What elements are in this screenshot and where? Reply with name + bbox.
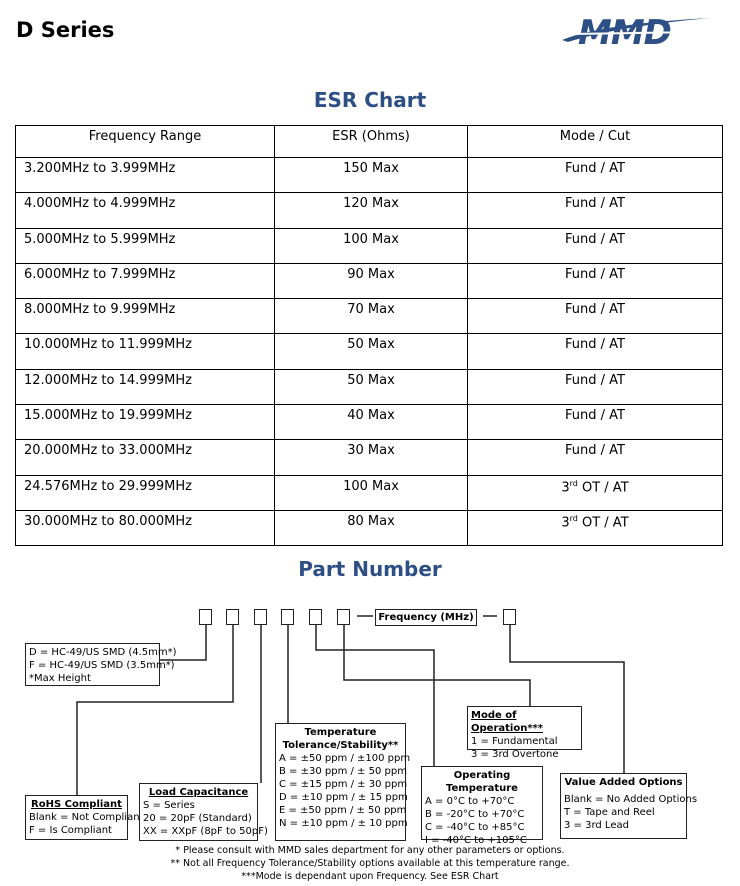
- table-cell: 8.000MHz to 9.999MHz: [15, 298, 275, 335]
- load-line: XX = XXpF (8pF to 50pF): [143, 826, 268, 837]
- part-code-box-2: [226, 609, 239, 625]
- column-header: Frequency Range: [15, 125, 275, 158]
- table-cell: 20.000MHz to 33.000MHz: [15, 439, 275, 476]
- table-cell: Fund / AT: [467, 333, 723, 370]
- operating-line: B = -20°C to +70°C: [425, 809, 525, 820]
- rohs-line: F = Is Compliant: [29, 825, 112, 836]
- column-header: ESR (Ohms): [274, 125, 468, 158]
- footnote: * Please consult with MMD sales departme…: [175, 845, 565, 856]
- footnote: ***Mode is dependant upon Frequency. See…: [241, 871, 499, 882]
- table-cell: Fund / AT: [467, 368, 723, 406]
- operating-line: I = -40°C to +105°C: [425, 835, 527, 846]
- operating-line: A = 0°C to +70°C: [425, 796, 515, 807]
- mode-line: 3 = 3rd Overtone: [471, 749, 559, 760]
- mode-line: 1 = Fundamental: [471, 736, 558, 747]
- table-cell: 150 Max: [274, 156, 468, 194]
- part-code-box-6: [337, 609, 350, 625]
- tolerance-line: E = ±50 ppm / ± 50 ppm: [279, 805, 407, 816]
- load-line: S = Series: [143, 800, 195, 811]
- frequency-label-box: Frequency (MHz): [375, 609, 477, 626]
- value-added-line: 3 = 3rd Lead: [564, 820, 629, 831]
- page-title: D Series: [16, 18, 115, 42]
- tolerance-heading: Temperature Tolerance/Stability**: [282, 727, 399, 751]
- part-code-box-7: [503, 609, 516, 625]
- tolerance-line: N = ±10 ppm / ± 10 ppm: [279, 818, 408, 829]
- operating-heading: Operating Temperature: [446, 770, 518, 794]
- tolerance-line: D = ±10 ppm / ± 15 ppm: [279, 792, 408, 803]
- table-cell: 3rd OT / AT: [467, 509, 723, 547]
- table-cell: Fund / AT: [467, 404, 723, 441]
- rohs-box: RoHS Compliant Blank = Not Compliant F =…: [25, 795, 144, 840]
- table-cell: 50 Max: [274, 368, 468, 406]
- load-line: 20 = 20pF (Standard): [143, 813, 252, 824]
- part-code-box-5: [309, 609, 322, 625]
- table-cell: 80 Max: [274, 509, 468, 547]
- value-added-options-box: Value Added Options Blank = No Added Opt…: [560, 773, 698, 839]
- table-cell: Fund / AT: [467, 298, 723, 335]
- svg-text:MMD: MMD: [578, 13, 671, 50]
- table-cell: 100 Max: [274, 227, 468, 264]
- part-code-box-4: [281, 609, 294, 625]
- table-cell: 70 Max: [274, 298, 468, 335]
- package-line: D = HC-49/US SMD (4.5mm*): [29, 647, 177, 658]
- value-added-heading: Value Added Options: [564, 777, 683, 788]
- esr-chart-title: ESR Chart: [313, 88, 427, 112]
- package-line: *Max Height: [29, 673, 91, 684]
- table-cell: 30 Max: [274, 439, 468, 476]
- mode-heading: Mode of Operation***: [471, 710, 544, 734]
- mmd-logo: MMD: [562, 13, 710, 50]
- load-capacitance-box: Load Capacitance S = Series 20 = 20pF (S…: [139, 783, 268, 841]
- package-box: D = HC-49/US SMD (4.5mm*) F = HC-49/US S…: [25, 643, 177, 686]
- table-cell: 3rd OT / AT: [467, 474, 723, 511]
- table-cell: 12.000MHz to 14.999MHz: [15, 368, 275, 406]
- part-number-title: Part Number: [298, 557, 442, 581]
- table-cell: 50 Max: [274, 333, 468, 370]
- value-added-line: Blank = No Added Options: [564, 794, 698, 805]
- rohs-line: Blank = Not Compliant: [29, 812, 144, 823]
- table-cell: 15.000MHz to 19.999MHz: [15, 404, 275, 441]
- table-cell: 120 Max: [274, 192, 468, 229]
- footnote: ** Not all Frequency Tolerance/Stability…: [170, 858, 570, 869]
- tolerance-line: B = ±30 ppm / ± 50 ppm: [279, 766, 407, 777]
- package-line: F = HC-49/US SMD (3.5mm*): [29, 660, 175, 671]
- mode-of-operation-box: Mode of Operation*** 1 = Fundamental 3 =…: [467, 706, 582, 760]
- table-cell: Fund / AT: [467, 439, 723, 476]
- part-code-box-3: [254, 609, 267, 625]
- load-heading: Load Capacitance: [148, 787, 249, 798]
- operating-temperature-box: Operating Temperature A = 0°C to +70°C B…: [421, 766, 543, 846]
- rohs-heading: RoHS Compliant: [31, 799, 122, 810]
- part-code-box-1: [199, 609, 212, 625]
- operating-line: C = -40°C to +85°C: [425, 822, 525, 833]
- tolerance-line: C = ±15 ppm / ± 30 ppm: [279, 779, 408, 790]
- tolerance-box: Temperature Tolerance/Stability** A = ±5…: [275, 723, 411, 841]
- table-cell: 30.000MHz to 80.000MHz: [15, 509, 275, 547]
- tolerance-line: A = ±50 ppm / ±100 ppm: [279, 753, 411, 764]
- table-cell: 10.000MHz to 11.999MHz: [15, 333, 275, 370]
- table-cell: Fund / AT: [467, 192, 723, 229]
- value-added-line: T = Tape and Reel: [564, 807, 655, 818]
- esr-table: Frequency Range ESR (Ohms) Mode / Cut 3.…: [15, 125, 723, 547]
